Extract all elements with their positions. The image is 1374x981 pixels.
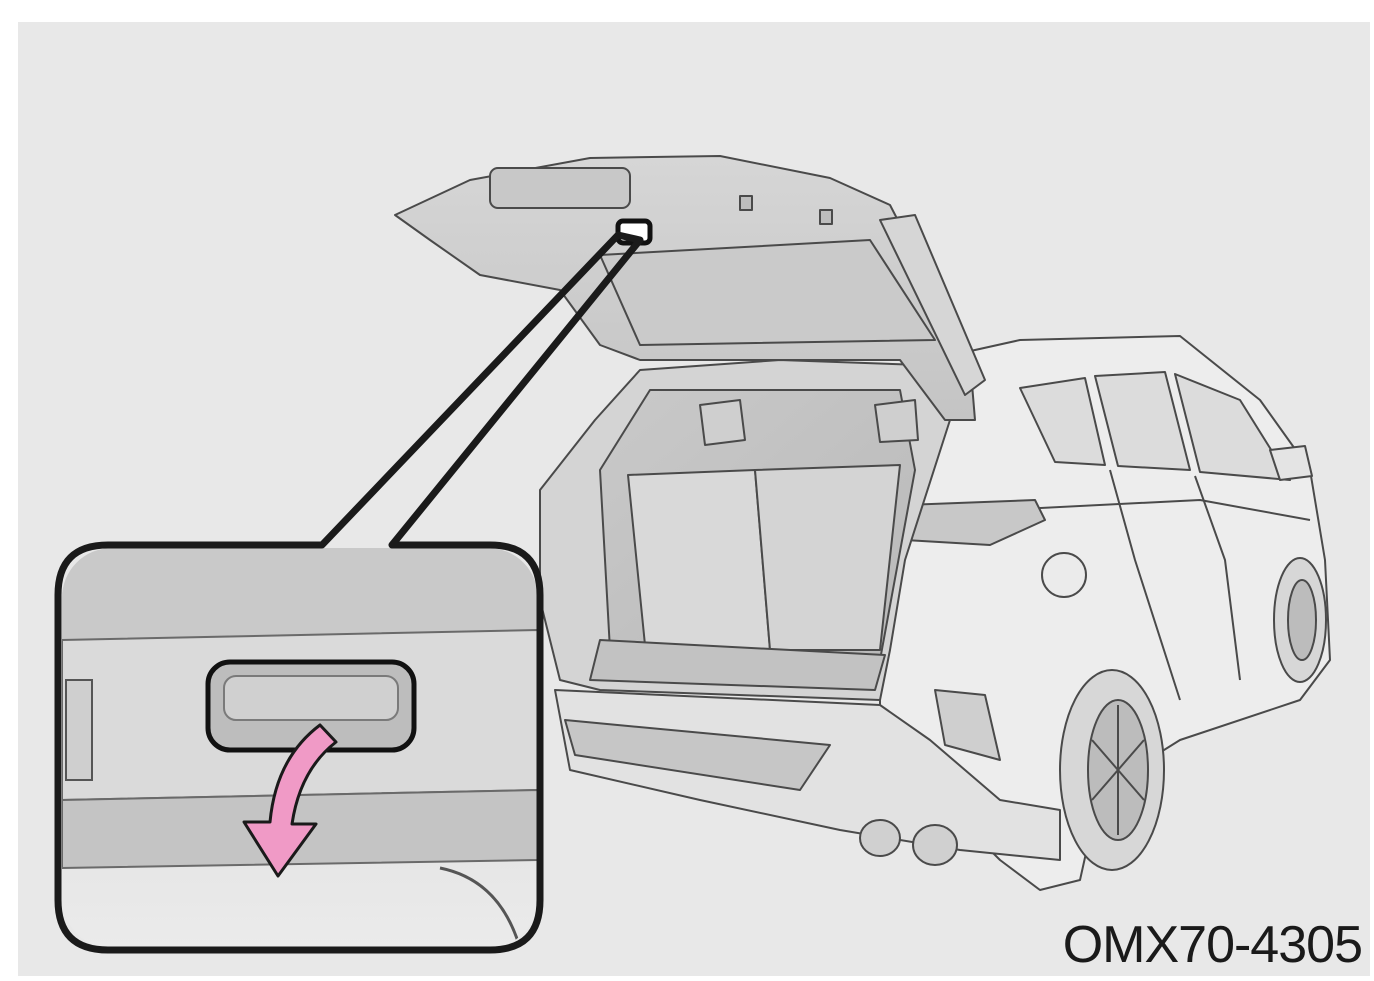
- vehicle-headrest-left: [700, 400, 745, 445]
- detail-upper-trim: [62, 548, 538, 640]
- liftgate-pull-handle-inner: [224, 676, 398, 720]
- vehicle-exhaust-right: [913, 825, 957, 865]
- figure-code-label: OMX70-4305: [1063, 915, 1362, 975]
- vehicle-exhaust-left: [860, 820, 900, 856]
- detail-left-edge-trim: [66, 680, 92, 780]
- vehicle-liftgate-light: [490, 168, 630, 208]
- vehicle-seatback-left: [628, 470, 770, 650]
- vehicle-headrest-right: [875, 400, 918, 442]
- vehicle-front-rim: [1288, 580, 1316, 660]
- vehicle-fuel-door: [1042, 553, 1086, 597]
- detail-inset-content: [62, 548, 538, 948]
- vehicle-liftgate-clip: [740, 196, 752, 210]
- vehicle-seatback-right: [755, 465, 900, 650]
- vehicle-liftgate-clip-2: [820, 210, 832, 224]
